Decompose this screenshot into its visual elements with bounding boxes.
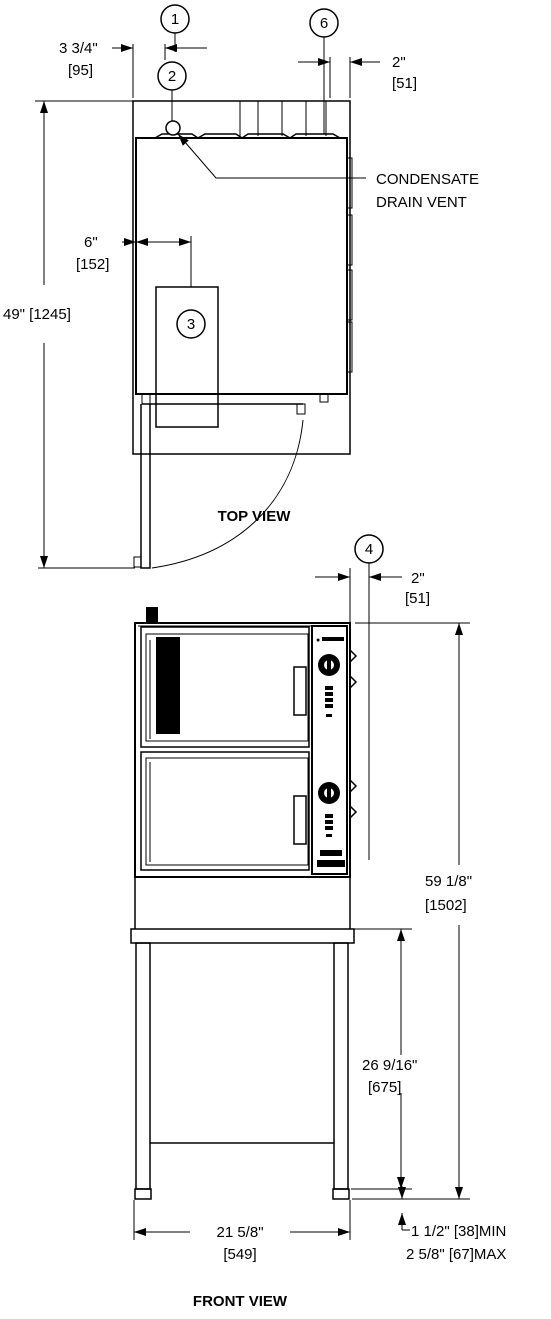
dim-right-offset-value: 2" (392, 54, 406, 71)
upper-door (140, 626, 310, 748)
dim-inner-offset: 6" [152] (76, 234, 192, 287)
control-panel-logo (317, 850, 345, 867)
front-oven-body (134, 622, 351, 878)
drain-vent-circle (165, 120, 181, 136)
lower-door-handle (293, 795, 307, 845)
dim-foot-adjust-min: 1 1/2" [38]MIN (411, 1223, 506, 1240)
top-vent-panels (154, 101, 341, 139)
dim-left-offset-metric: [95] (68, 62, 93, 79)
brand-badge: ● (316, 637, 320, 644)
callout-3-label: 3 (187, 316, 195, 333)
front-side-latches (349, 649, 358, 819)
callout-4-label: 4 (365, 541, 373, 558)
dim-foot-adjust: 1 1/2" [38]MIN 2 5/8" [67]MAX (398, 1186, 506, 1263)
callout-2-label: 2 (168, 68, 176, 85)
upper-door-handle (293, 666, 307, 716)
dim-side-clearance-value: 2" (411, 570, 425, 587)
top-view-control-box (155, 286, 219, 428)
dim-left-offset-value: 3 3/4" (59, 40, 98, 57)
dim-inner-offset-metric: [152] (76, 256, 109, 273)
dim-width: 21 5/8" [549] (133, 1200, 351, 1263)
top-view-stand-outline (132, 100, 351, 455)
callout-4: 4 (354, 534, 384, 860)
dim-overall-height-value: 59 1/8" (425, 873, 472, 890)
stand-top-rail (130, 928, 355, 944)
dim-left-offset: 3 3/4" [95] (59, 40, 207, 98)
callout-6-label: 6 (320, 15, 328, 32)
dim-width-value: 21 5/8" (216, 1224, 263, 1241)
dim-inner-offset-value: 6" (84, 234, 98, 251)
dim-foot-adjust-max: 2 5/8" [67]MAX (406, 1246, 506, 1263)
front-view-title: FRONT VIEW (193, 1293, 288, 1310)
callout-3: 3 (176, 309, 206, 339)
dim-side-clearance: 2" [51] (315, 568, 430, 622)
stand-legs (134, 942, 350, 1200)
dim-right-offset: 2" [51] (298, 54, 417, 98)
dim-depth-value: 49" [1245] (3, 306, 71, 323)
callout-1-label: 1 (171, 11, 179, 28)
dim-stand-height-metric: [675] (368, 1079, 401, 1096)
upper-door-window (156, 637, 180, 734)
upper-control-knob (318, 654, 340, 717)
dim-depth: 49" [1245] (3, 100, 135, 569)
control-panel (311, 625, 348, 875)
drain-label-line1: CONDENSATE (376, 171, 479, 188)
callout-1: 1 (160, 4, 190, 52)
drain-label-line2: DRAIN VENT (376, 194, 467, 211)
lower-door (140, 751, 310, 871)
dim-stand-height-value: 26 9/16" (362, 1057, 417, 1074)
dim-stand-height: 26 9/16" [675] (351, 928, 417, 1190)
condensate-drain-leader: CONDENSATE DRAIN VENT (177, 133, 479, 211)
dim-width-metric: [549] (223, 1246, 256, 1263)
front-view: ● (130, 534, 506, 1310)
right-side-hinges (346, 157, 353, 373)
lower-control-knob (318, 782, 340, 837)
callout-6: 6 (309, 8, 339, 134)
callout-2: 2 (157, 61, 187, 121)
front-vent-stub (146, 607, 158, 623)
top-view: 1 2 6 3 3 3/4" [95] (3, 4, 479, 569)
dim-side-clearance-metric: [51] (405, 590, 430, 607)
dim-overall-height-metric: [1502] (425, 897, 467, 914)
door-swing-arc (151, 419, 304, 569)
top-view-oven-body (135, 137, 348, 395)
dim-overall-height: 59 1/8" [1502] (352, 622, 472, 1200)
top-view-title: TOP VIEW (218, 508, 292, 525)
door-panel-open (140, 404, 151, 569)
dim-right-offset-metric: [51] (392, 75, 417, 92)
